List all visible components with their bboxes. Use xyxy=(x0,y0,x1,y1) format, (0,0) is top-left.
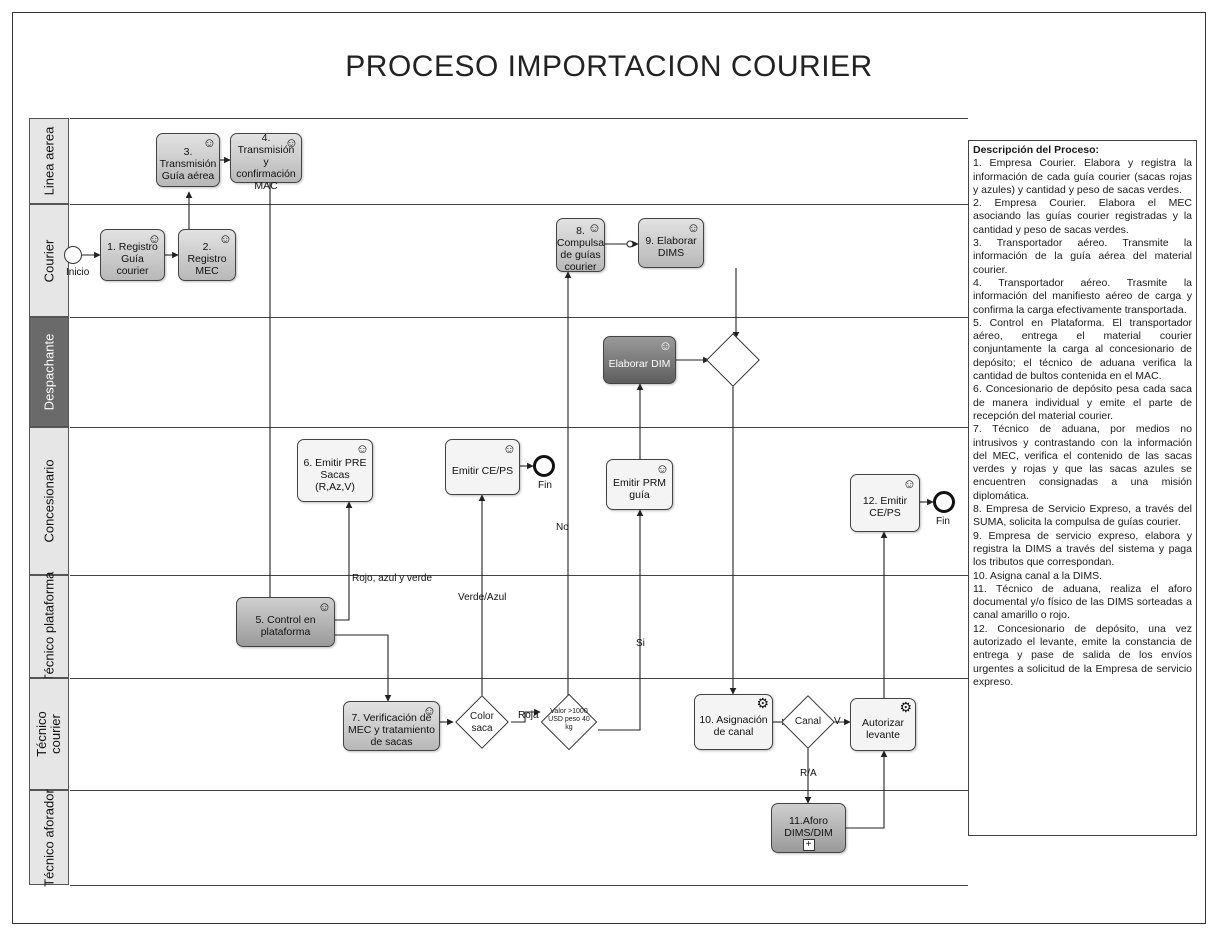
flow-color-valor xyxy=(511,708,541,723)
lane-border xyxy=(70,204,968,205)
lane-tecnico-plataforma: Técnico plataforma xyxy=(29,571,69,682)
description-item-1: 1. Empresa Courier. Elabora y registra l… xyxy=(973,157,1192,196)
end-label-1: Fin xyxy=(538,480,552,491)
lane-border xyxy=(70,885,968,886)
description-item-7: 7. Técnico de aduana, por medios no intr… xyxy=(973,423,1192,502)
description-heading: Descripción del Proceso: xyxy=(973,144,1100,156)
edge-label-roja: Roja xyxy=(518,710,539,721)
task-6-emitir-pre[interactable]: 6. Emitir PRE Sacas (R,Az,V)☺ xyxy=(297,439,373,502)
lane-border xyxy=(70,575,968,576)
task-autorizar-levante[interactable]: Autorizar levante⚙ xyxy=(850,698,916,751)
description-item-6: 6. Concesionario de depósito pesa cada s… xyxy=(973,383,1192,422)
edge-label-v: V xyxy=(834,716,841,727)
end-event-1 xyxy=(533,455,555,477)
user-icon: ☺ xyxy=(502,441,516,456)
lane-border xyxy=(70,790,968,791)
flow-t5-t7 xyxy=(335,634,392,702)
user-icon: ☺ xyxy=(422,703,436,718)
task-4-transmision-mac[interactable]: 4. Transmisión y confirmación MAC☺ xyxy=(230,132,302,192)
flow-valor-prm xyxy=(598,509,644,731)
gear-icon: ⚙ xyxy=(756,695,769,711)
task-8-compulsa-guias[interactable]: 8. Compulsa de guías courier☺ xyxy=(556,218,605,273)
gear-icon: ⚙ xyxy=(899,699,912,715)
edge-label-si: Si xyxy=(636,638,645,649)
user-icon: ☺ xyxy=(284,135,298,150)
end-label-2: Fin xyxy=(936,516,950,527)
task-emitir-ceps[interactable]: Emitir CE/PS☺ xyxy=(445,439,520,495)
task-3-transmision-guia[interactable]: 3. Transmisión Guía aérea☺ xyxy=(156,133,220,187)
task-10-asignacion-canal[interactable]: 10. Asignación de canal⚙ xyxy=(694,694,773,750)
plus-icon: + xyxy=(802,839,815,851)
lane-courier: Courier xyxy=(29,204,69,317)
user-icon: ☺ xyxy=(317,599,331,614)
task-11-aforo-dims[interactable]: 11.Aforo DIMS/DIM+ xyxy=(771,803,846,853)
edge-label-verde-azul: Verde/Azul xyxy=(458,592,507,603)
description-item-8: 8. Empresa de Servicio Expreso, a través… xyxy=(973,503,1192,529)
lane-border xyxy=(70,427,968,428)
task-12-emitir-ceps[interactable]: 12. Emitir CE/PS☺ xyxy=(850,474,920,532)
task-emitir-prm[interactable]: Emitir PRM guía☺ xyxy=(606,459,673,510)
flow-t4-t5 xyxy=(269,183,277,609)
flow-t11-autorizar xyxy=(846,750,888,829)
lane-linea-aerea: Linea aerea xyxy=(29,118,69,204)
process-description: Descripción del Proceso: 1. Empresa Cour… xyxy=(968,140,1197,836)
lane-concesionario: Concesionario xyxy=(29,427,69,575)
start-label: Inicio xyxy=(66,267,90,278)
description-item-5: 5. Control en Plataforma. El transportad… xyxy=(973,316,1192,383)
lane-tecnico-courier: Técnico courier xyxy=(29,678,69,790)
user-icon: ☺ xyxy=(686,220,700,235)
user-icon: ☺ xyxy=(658,338,672,353)
edge-label-ra: R/A xyxy=(800,768,817,779)
end-event-2 xyxy=(933,491,955,513)
gateway-canal-label: Canal xyxy=(794,716,822,727)
user-icon: ☺ xyxy=(147,231,161,246)
task-2-registro-mec[interactable]: 2. Registro MEC☺ xyxy=(178,229,236,281)
task-9-elaborar-dims[interactable]: 9. Elaborar DIMS☺ xyxy=(638,218,704,268)
diagram-title: PROCESO IMPORTACION COURIER xyxy=(345,50,873,83)
task-1-registro-guia[interactable]: 1. Registro Guía courier☺ xyxy=(100,229,165,281)
gateway-color-saca-label: Color saca xyxy=(470,711,494,734)
lane-border xyxy=(70,678,968,679)
user-icon: ☺ xyxy=(355,441,369,456)
user-icon: ☺ xyxy=(655,461,669,476)
start-event xyxy=(64,246,82,264)
user-icon: ☺ xyxy=(902,476,916,491)
lane-despachante: Despachante xyxy=(29,317,69,427)
message-flow-marker xyxy=(626,240,634,248)
description-item-2: 2. Empresa Courier. Elabora el MEC asoci… xyxy=(973,197,1192,236)
description-item-3: 3. Transportador aéreo. Transmite la inf… xyxy=(973,237,1192,276)
user-icon: ☺ xyxy=(587,220,601,235)
edge-label-no: No xyxy=(556,522,569,533)
task-elaborar-dim[interactable]: Elaborar DIM☺ xyxy=(603,336,676,384)
edge-label-rojo-azul-verde: Rojo, azul y verde xyxy=(352,573,433,584)
description-item-10: 10. Asigna canal a la DIMS. xyxy=(973,569,1102,582)
lane-border xyxy=(70,118,968,119)
description-item-12: 12. Concesionario de depósito, una vez a… xyxy=(973,622,1192,688)
flow-t5-t6 xyxy=(335,501,353,621)
user-icon: ☺ xyxy=(218,231,232,246)
gateway-valor-label: Valor >1000 USD peso 40 kg xyxy=(548,708,590,731)
diagram-frame xyxy=(12,12,1206,924)
user-icon: ☺ xyxy=(202,135,216,150)
description-item-11: 11. Técnico de aduana, realiza el aforo … xyxy=(973,582,1192,622)
description-item-4: 4. Transportador aéreo. Trasmite la info… xyxy=(973,276,1192,316)
task-5-control-plataforma[interactable]: 5. Control en plataforma☺ xyxy=(236,597,335,647)
lane-tecnico-aforador: Técnico aforador xyxy=(29,789,69,886)
lane-border xyxy=(70,317,968,318)
task-7-verificacion-mec[interactable]: 7. Verificación de MEC y tratamiento de … xyxy=(343,701,440,751)
description-item-9: 9. Empresa de servicio expreso, elabora … xyxy=(973,529,1192,569)
